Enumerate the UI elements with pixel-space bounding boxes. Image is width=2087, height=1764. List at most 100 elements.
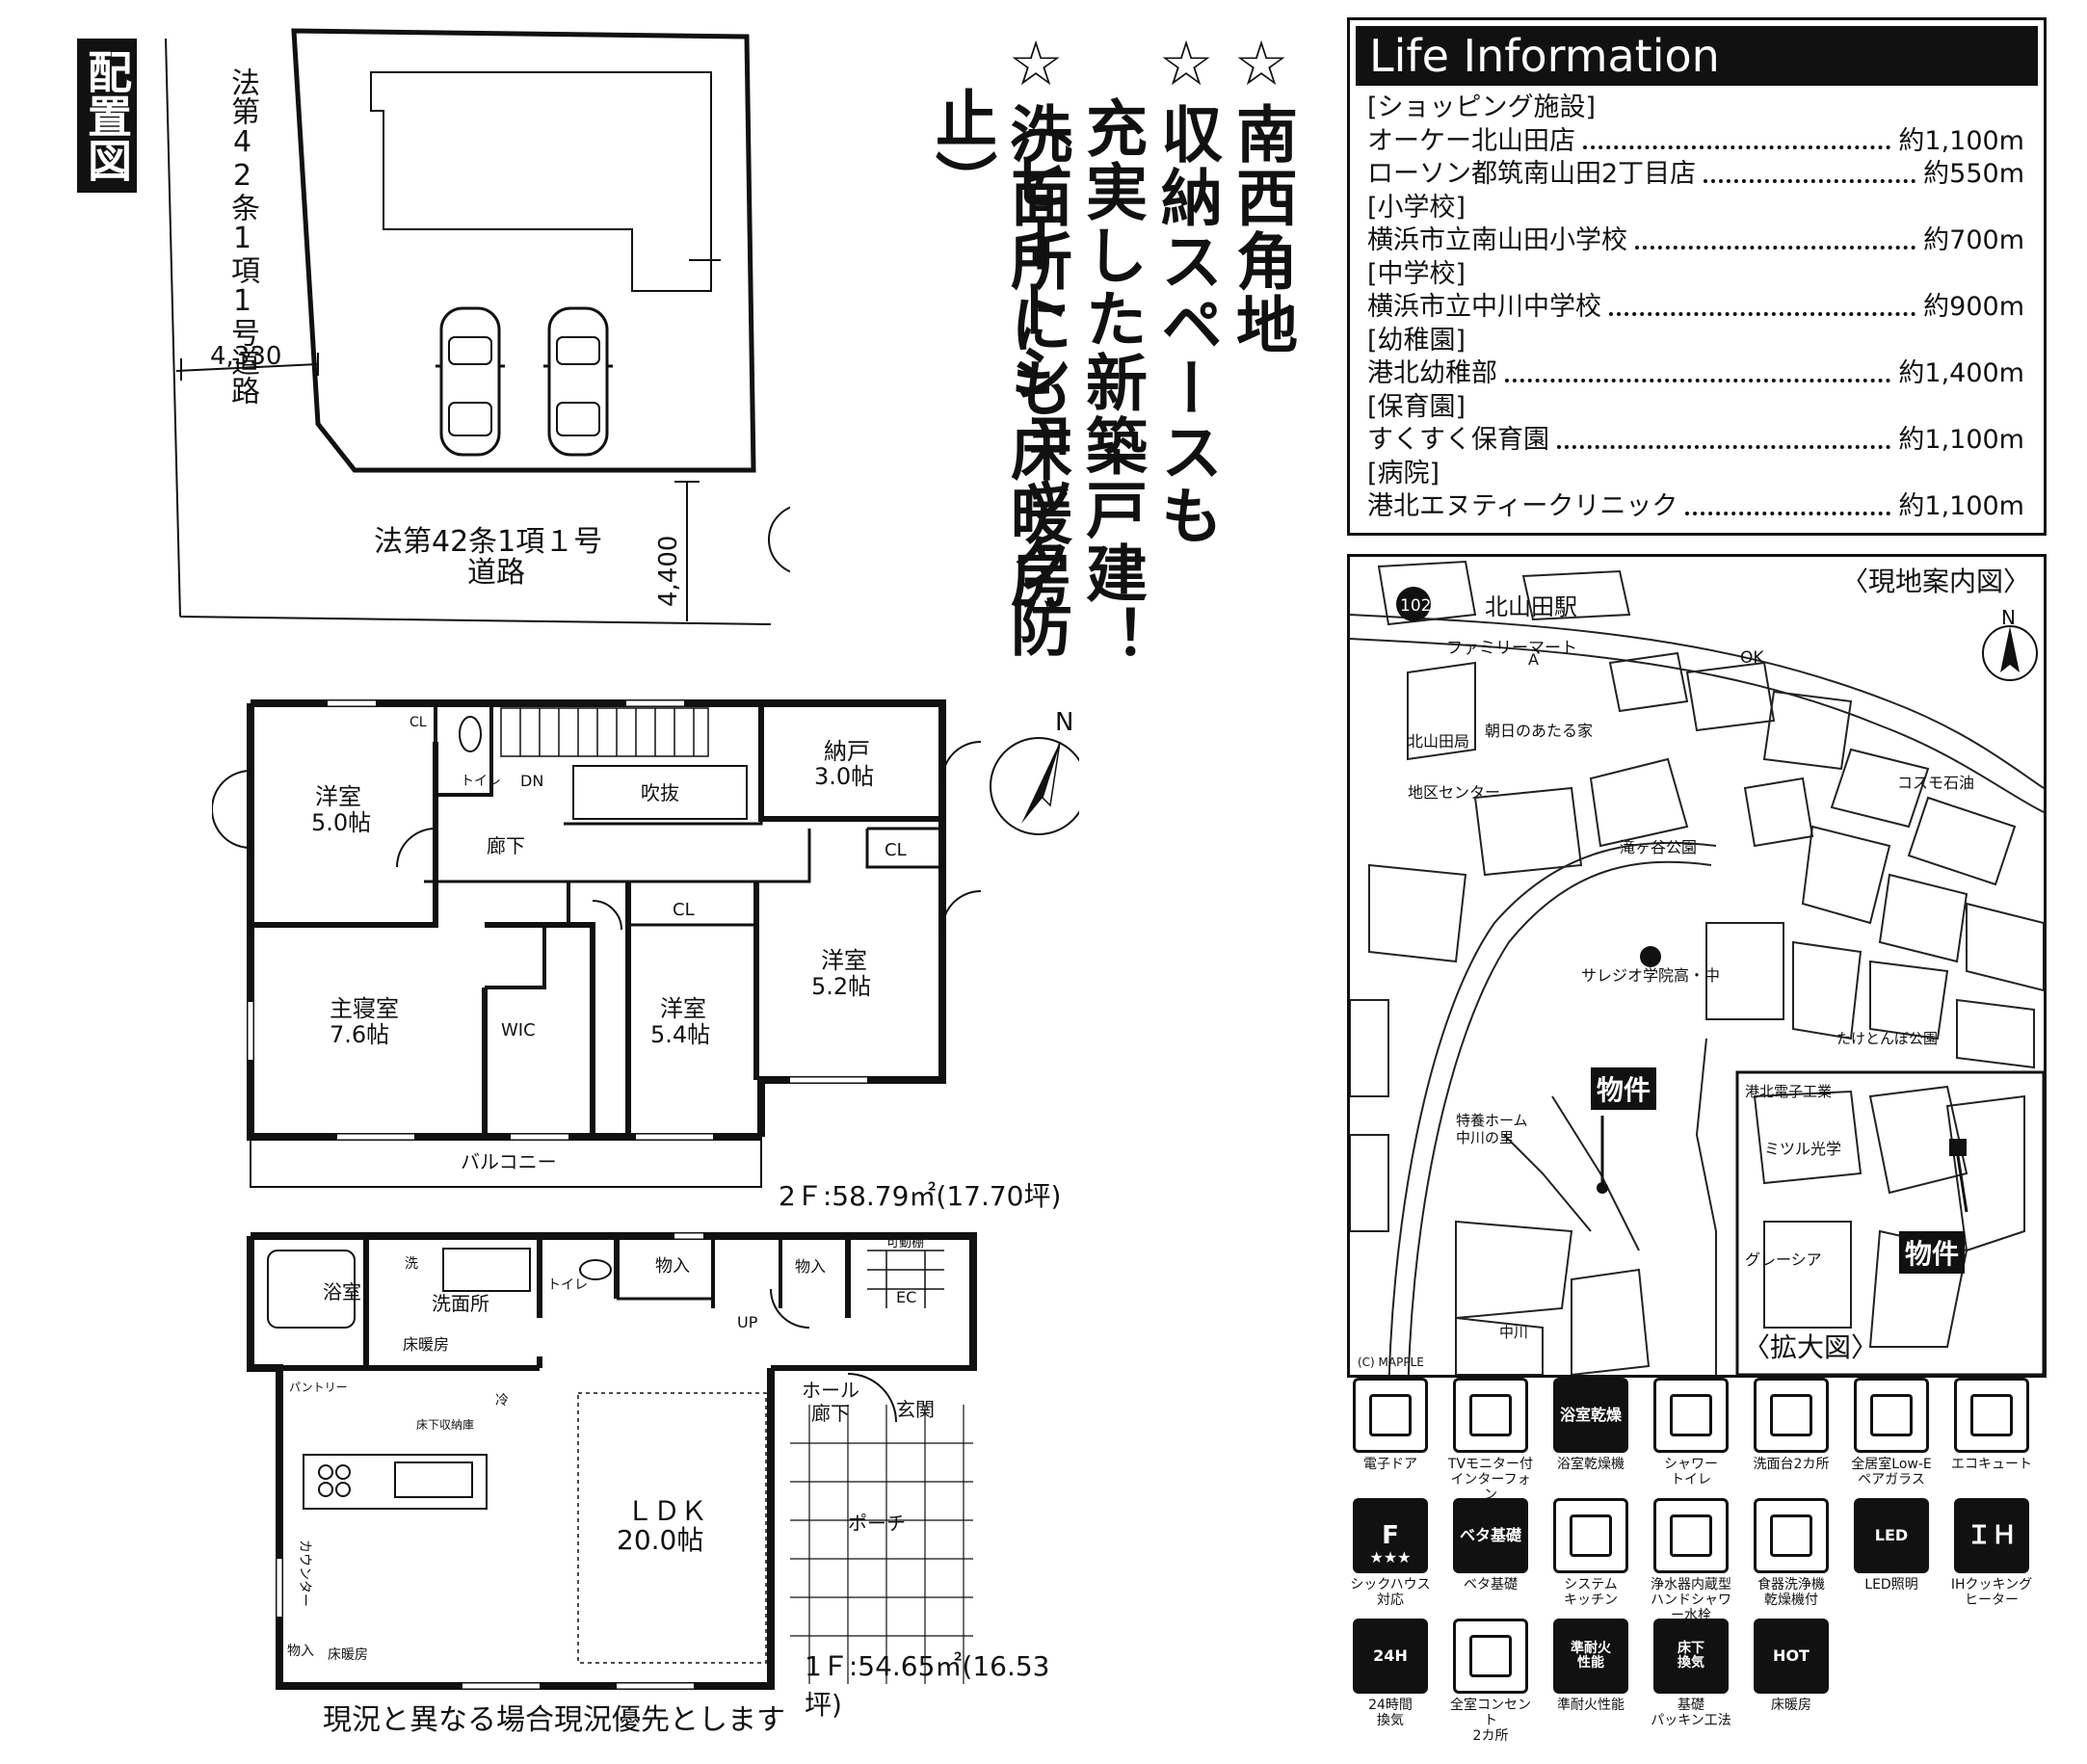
life-item-name: 横浜市立南山田小学校 [1367, 225, 1627, 255]
feature-item: ＩＨ IHクッキング ヒーター [1948, 1498, 2035, 1608]
floor-plan-2f-drawing: 洋室 5.0帖 納戸 3.0帖 吹抜 廊下 トイレ DN CL CL CL 主寝… [211, 699, 1088, 1188]
headline-line1: ☆南西角地 [1226, 29, 1297, 356]
life-item: オーケー北山田店 約1,100m [1367, 125, 2024, 159]
north-arrow-icon: N [768, 506, 790, 573]
svg-text:ＬＤＫ: ＬＤＫ [626, 1495, 707, 1527]
svg-text:滝ヶ谷公園: 滝ヶ谷公園 [1620, 838, 1697, 856]
svg-text:トイレ: トイレ [547, 1277, 588, 1293]
packing-icon: 床下 換気 [1653, 1619, 1729, 1694]
property-label-inset: 物件 [1899, 1231, 1966, 1274]
svg-text:可動棚: 可動棚 [886, 1236, 924, 1251]
life-item-name: 横浜市立中川中学校 [1367, 292, 1601, 322]
svg-text:北山田駅: 北山田駅 [1485, 593, 1577, 620]
life-item-name: オーケー北山田店 [1367, 125, 1575, 156]
headline-line2: ☆収納スペースも [1150, 29, 1222, 547]
svg-text:N: N [1055, 708, 1073, 737]
outlet-icon [1453, 1619, 1528, 1694]
svg-text:UP: UP [737, 1313, 758, 1331]
feature-item: F★★★シックハウス 対応 [1347, 1498, 1434, 1608]
feature-glyph [1469, 1394, 1512, 1436]
feature-glyph [1369, 1394, 1412, 1436]
svg-text:DN: DN [520, 772, 543, 790]
width-south-label: 4,400 [654, 536, 683, 607]
property-label: 物件 [1591, 1067, 1657, 1110]
location-map: 102 N 北山田駅 ファミリーマート A OK 北山田局 朝日のあたる家 コス… [1347, 554, 2047, 1378]
feature-label: 食器洗浄機 乾燥機付 [1757, 1577, 1825, 1608]
ih-icon: ＩＨ [1954, 1498, 2029, 1573]
floor-plan-2f: 洋室 5.0帖 納戸 3.0帖 吹抜 廊下 トイレ DN CL CL CL 主寝… [211, 684, 1088, 1224]
map-drawing: 102 N 北山田駅 ファミリーマート A OK 北山田局 朝日のあたる家 コス… [1350, 560, 2044, 1375]
feature-glyph [1570, 1514, 1612, 1557]
leader-dots [1583, 145, 1891, 149]
life-item: 港北エヌティークリニック約1,100m [1367, 490, 2024, 524]
led-icon: LED [1854, 1498, 1929, 1573]
svg-text:洗: 洗 [405, 1256, 418, 1272]
life-item-distance: 約1,100m [1898, 491, 2024, 521]
feature-badge: ベタ基礎 [1459, 1526, 1521, 1545]
svg-text:床暖房: 床暖房 [403, 1335, 449, 1354]
svg-text:洋室: 洋室 [821, 947, 867, 974]
svg-text:A: A [1528, 650, 1539, 669]
map-title: 〈現地案内図〉 [1841, 566, 2030, 597]
life-item-distance: 約1,100m [1898, 125, 2024, 156]
svg-text:カウンター: カウンター [297, 1540, 312, 1607]
feature-glyph [1670, 1394, 1712, 1436]
shower-toilet-icon [1653, 1378, 1729, 1453]
feature-label: ベタ基礎 [1464, 1577, 1518, 1593]
floor1-area: 1Ｆ:54.65㎡(16.53坪) [805, 1650, 1050, 1721]
svg-text:特養ホーム: 特養ホーム [1456, 1112, 1528, 1129]
smart-lock-icon [1353, 1378, 1428, 1453]
feature-label: 浄水器内蔵型 ハンドシャワー水栓 [1651, 1577, 1731, 1623]
svg-text:廊下: 廊下 [811, 1402, 850, 1425]
feature-item: 電子ドア [1347, 1378, 1434, 1472]
fireproof-icon: 準耐火 性能 [1553, 1619, 1628, 1694]
svg-text:洗面所: 洗面所 [432, 1292, 489, 1315]
leader-dots [1557, 444, 1891, 449]
life-information-title: Life Information [1356, 26, 2038, 86]
svg-text:物入: 物入 [287, 1644, 314, 1659]
map-north-arrow-icon: N [1982, 606, 2038, 681]
route-badge: 102 [1400, 596, 1431, 616]
washbasin-icon [1754, 1378, 1829, 1453]
width-west-label: 4,330 [210, 342, 281, 371]
feature-label: IHクッキング ヒーター [1950, 1577, 2033, 1608]
svg-text:5.0帖: 5.0帖 [311, 809, 371, 836]
life-category: [中学校] [1367, 258, 1466, 289]
car-icon-2 [543, 306, 613, 457]
ventilation-icon: 24H [1353, 1619, 1428, 1694]
feature-badge: ＩＨ [1966, 1520, 2017, 1550]
svg-text:3.0帖: 3.0帖 [814, 763, 874, 790]
feature-glyph [1770, 1514, 1812, 1557]
svg-text:ポーチ: ポーチ [848, 1512, 906, 1535]
life-item: 港北幼稚部約1,400m [1367, 357, 2024, 391]
floor-plan-1f: 浴室 洗面所 床暖房 洗 冷 トイレ 物入 物入 可動棚 EC UP ホール 廊… [212, 1231, 1079, 1721]
feature-item: シャワー トイレ [1648, 1378, 1734, 1488]
feature-item: 食器洗浄機 乾燥機付 [1748, 1498, 1835, 1608]
svg-text:地区センター: 地区センター [1408, 783, 1500, 802]
life-category: [病院] [1367, 458, 1440, 488]
life-item: すくすく保育園約1,100m [1367, 424, 2024, 458]
svg-text:グレーシア: グレーシア [1745, 1251, 1822, 1269]
feature-item: 浴室乾燥浴室乾燥機 [1547, 1378, 1634, 1472]
svg-text:CL: CL [673, 900, 695, 920]
feature-label: 全居室Low-E ペアガラス [1851, 1457, 1932, 1488]
floor-heating-icon: HOT [1754, 1619, 1829, 1694]
feature-item: 床下 換気基礎 パッキン工法 [1648, 1619, 1734, 1728]
floor-north-arrow-icon: N [990, 708, 1088, 835]
sickhouse-icon: F★★★ [1353, 1498, 1428, 1573]
life-item-distance: 約700m [1923, 225, 2024, 255]
svg-text:(C) MAPPLE: (C) MAPPLE [1358, 1356, 1424, 1369]
life-item-distance: 約900m [1923, 292, 2024, 322]
site-plan-drawing: 4,330 4,400 法第42条1項１号 道路 N [165, 28, 790, 625]
feature-badge: 浴室乾燥 [1559, 1406, 1622, 1425]
feature-item: 洗面台2カ所 [1748, 1378, 1835, 1472]
feature-glyph [1670, 1514, 1712, 1557]
svg-text:CL: CL [409, 715, 427, 730]
svg-text:たけとんぼ公園: たけとんぼ公園 [1836, 1030, 1938, 1047]
life-category: [保育園] [1367, 391, 1466, 422]
